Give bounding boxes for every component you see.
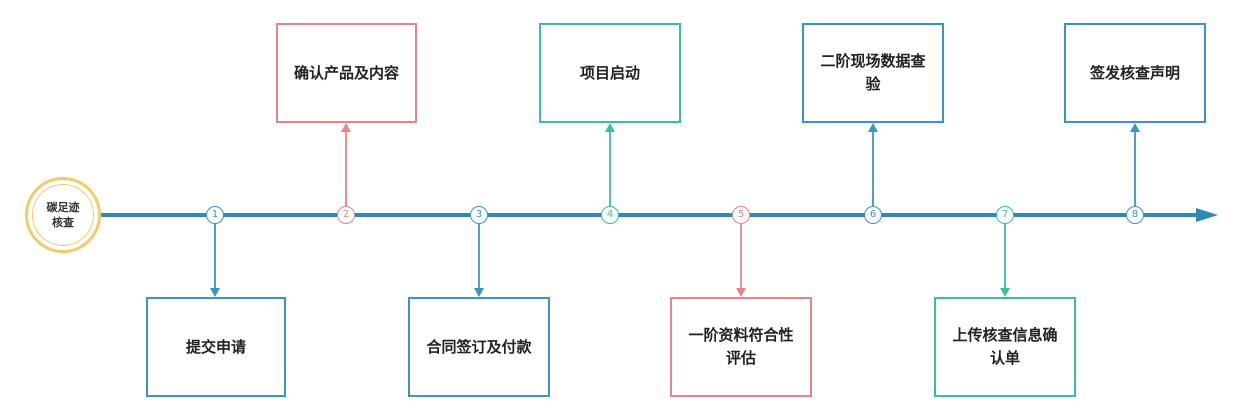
step-number: 8 (1131, 209, 1139, 220)
start-node-inner-ring: 碳足迹核查 (32, 184, 94, 246)
connector-arrowhead-7 (1000, 288, 1010, 297)
step-node-6: 6 (864, 206, 882, 224)
connector-arrowhead-6 (868, 123, 878, 132)
connector-arrowhead-5 (736, 288, 746, 297)
step-box-6: 二阶现场数据查验 (802, 23, 944, 123)
start-node: 碳足迹核查 (25, 177, 101, 253)
step-node-8: 8 (1126, 206, 1144, 224)
step-number: 7 (1001, 209, 1009, 220)
connector-arrowhead-8 (1130, 123, 1140, 132)
step-box-4: 项目启动 (539, 23, 681, 123)
step-label: 一阶资料符合性评估 (688, 326, 794, 367)
step-node-3: 3 (470, 206, 488, 224)
step-node-4: 4 (601, 206, 619, 224)
step-label: 签发核查声明 (1089, 63, 1180, 82)
step-node-5: 5 (732, 206, 750, 224)
step-box-5: 一阶资料符合性评估 (670, 297, 812, 397)
step-node-2: 2 (337, 206, 355, 224)
step-number: 6 (869, 209, 877, 220)
timeline-arrowhead (1196, 208, 1218, 222)
step-label: 项目启动 (579, 63, 640, 82)
step-box-8: 签发核查声明 (1064, 23, 1206, 123)
step-number: 3 (475, 209, 483, 220)
step-node-7: 7 (996, 206, 1014, 224)
step-number: 4 (606, 209, 614, 220)
step-number: 1 (211, 209, 219, 220)
step-box-1: 提交申请 (146, 297, 286, 397)
step-number: 2 (342, 209, 350, 220)
step-label: 二阶现场数据查验 (820, 52, 926, 93)
step-box-3: 合同签订及付款 (408, 297, 550, 397)
connector-arrowhead-2 (341, 123, 351, 132)
step-node-1: 1 (206, 206, 224, 224)
step-number: 5 (737, 209, 745, 220)
start-label: 碳足迹核查 (46, 201, 80, 229)
connector-arrowhead-1 (210, 288, 220, 297)
step-label: 上传核查信息确认单 (952, 326, 1058, 367)
step-label: 确认产品及内容 (293, 63, 399, 82)
step-label: 提交申请 (185, 337, 246, 356)
step-box-2: 确认产品及内容 (276, 23, 417, 123)
connector-arrowhead-4 (605, 123, 615, 132)
step-label: 合同签订及付款 (426, 337, 532, 356)
connector-arrowhead-3 (474, 288, 484, 297)
step-box-7: 上传核查信息确认单 (934, 297, 1076, 397)
